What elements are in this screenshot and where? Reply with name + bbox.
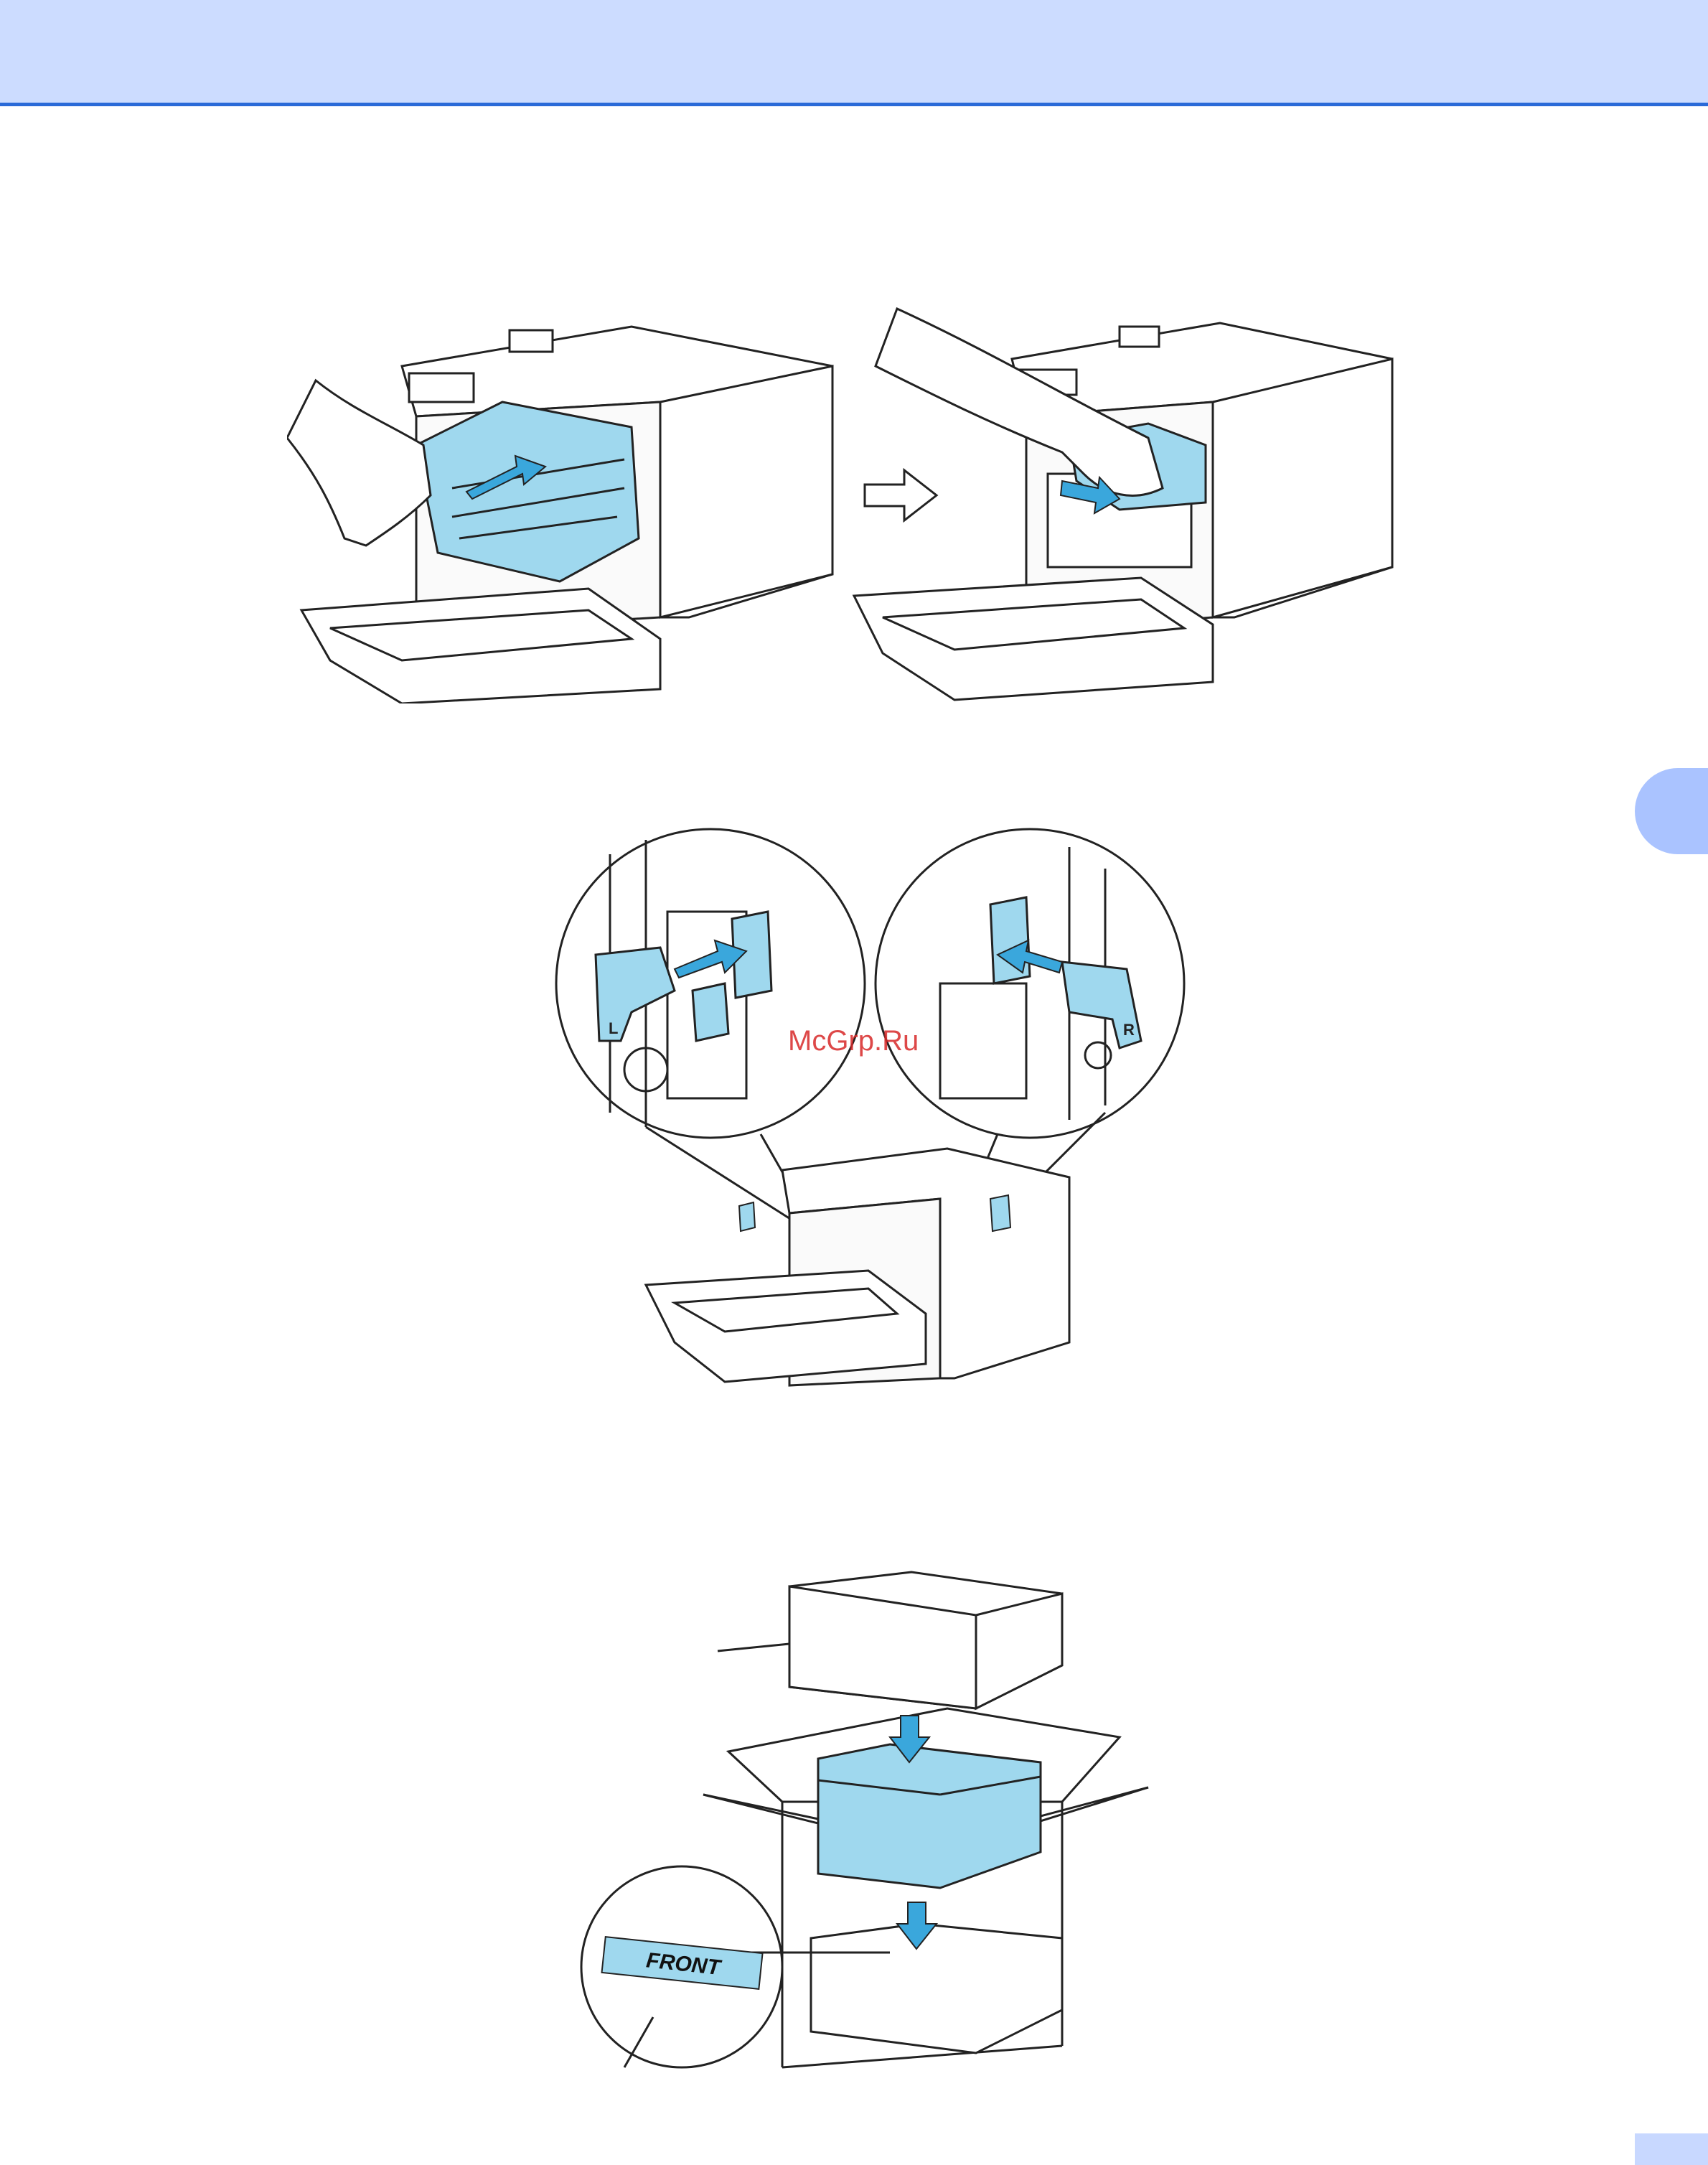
figure-drum-unit-insert-left [287,301,847,703]
page-number-tab [1635,2133,1708,2165]
watermark-text: McGrp.Ru [788,1025,919,1057]
figure-drum-unit-insert-right [847,294,1399,703]
chapter-tab [1635,768,1708,854]
header-band [0,0,1708,106]
drum-lock-left-letter: L [609,1019,618,1037]
drum-lock-right-letter: R [1123,1021,1135,1039]
figure-packing: FRONT [574,1565,1163,2082]
figure-drum-locks: L R [553,826,1191,1393]
